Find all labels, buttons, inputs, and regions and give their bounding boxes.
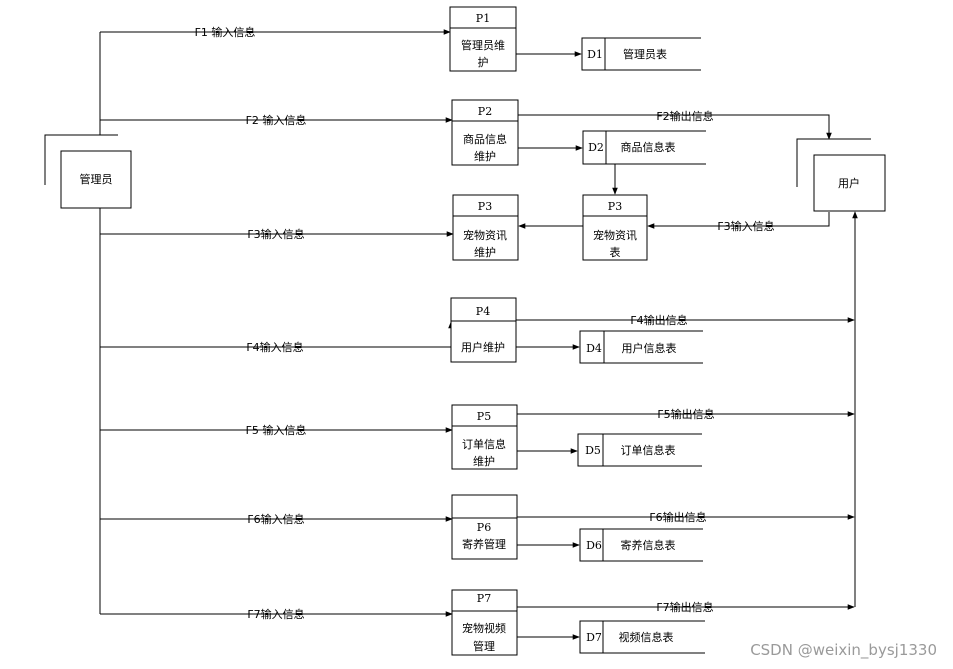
process-p2-id: P2 — [478, 105, 492, 118]
process-p4-line1: 用户维护 — [461, 340, 505, 354]
data-store-d7-id: D7 — [586, 631, 602, 644]
input-flow-f7: F7输入信息 — [100, 607, 453, 621]
data-store-d5-id: D5 — [585, 444, 601, 457]
watermark: CSDN @weixin_bysj1330 — [750, 641, 937, 660]
input-flow-f7-label: F7输入信息 — [247, 607, 304, 621]
info-table-id: P3 — [608, 200, 622, 213]
data-store-d4-id: D4 — [586, 342, 602, 355]
data-store-d6-name: 寄养信息表 — [621, 538, 676, 552]
process-p7: P7 宠物视频 管理 — [451, 589, 518, 656]
input-flow-f2-label: F2 输入信息 — [246, 113, 307, 127]
process-p2-line2: 维护 — [474, 149, 496, 163]
input-flow-f3-label: F3输入信息 — [247, 227, 304, 241]
input-flow-f4: F4输入信息 — [100, 321, 454, 354]
data-store-d1: D1 管理员表 — [581, 37, 701, 71]
input-flow-f1: F1 输入信息 — [100, 25, 451, 39]
output-flow-f5-label: F5输出信息 — [657, 407, 714, 421]
input-flow-f2: F2 输入信息 — [100, 113, 453, 127]
data-store-d4-name: 用户信息表 — [622, 341, 677, 355]
process-p1-line2: 护 — [478, 55, 489, 69]
process-p2: P2 商品信息 维护 — [451, 99, 519, 166]
input-flow-f6-label: F6输入信息 — [247, 512, 304, 526]
data-store-d6: D6 寄养信息表 — [579, 528, 703, 562]
user-input-flow-f3: F3输入信息 — [647, 212, 830, 233]
process-p6-line1: 寄养管理 — [462, 537, 506, 551]
process-p2-line1: 商品信息 — [463, 132, 507, 146]
output-flow-f7-label: F7输出信息 — [656, 600, 713, 614]
process-p4-id: P4 — [476, 305, 490, 318]
process-p1-line1: 管理员维 — [461, 38, 505, 52]
data-store-d5-name: 订单信息表 — [621, 443, 676, 457]
info-table-box: P3 宠物资讯 表 — [582, 194, 648, 261]
input-flow-f6: F6输入信息 — [100, 512, 453, 526]
process-p7-line1: 宠物视频 — [462, 621, 506, 635]
admin-entity-label: 管理员 — [80, 172, 113, 186]
data-store-d2-id: D2 — [588, 141, 604, 154]
output-flow-f7: F7输出信息 — [517, 600, 855, 614]
output-flow-f5: F5输出信息 — [517, 407, 855, 421]
process-p5: P5 订单信息 维护 — [451, 404, 518, 470]
process-p3: P3 宠物资讯 维护 — [452, 194, 519, 261]
data-store-d1-id: D1 — [587, 48, 603, 61]
data-store-d4: D4 用户信息表 — [579, 330, 703, 364]
process-p7-line2: 管理 — [473, 639, 495, 653]
process-p7-id: P7 — [477, 592, 491, 605]
info-table-line1: 宠物资讯 — [593, 228, 637, 242]
data-store-d1-name: 管理员表 — [623, 47, 667, 61]
output-flow-f6: F6输出信息 — [517, 510, 855, 524]
data-store-d6-id: D6 — [586, 539, 602, 552]
process-p3-id: P3 — [478, 200, 492, 213]
input-flow-f5-label: F5 输入信息 — [246, 423, 307, 437]
process-p3-line2: 维护 — [474, 245, 496, 259]
process-p1: P1 管理员维 护 — [449, 6, 517, 72]
output-flow-f2-label: F2输出信息 — [656, 109, 713, 123]
process-p3-line1: 宠物资讯 — [463, 228, 507, 242]
process-p5-line2: 维护 — [473, 454, 495, 468]
input-flow-f1-label: F1 输入信息 — [195, 25, 256, 39]
input-flow-f4-label: F4输入信息 — [246, 340, 303, 354]
process-p5-id: P5 — [477, 410, 491, 423]
user-input-flow-f3-label: F3输入信息 — [717, 219, 774, 233]
process-p6: P6 寄养管理 — [451, 494, 518, 560]
data-store-d2-name: 商品信息表 — [621, 140, 676, 154]
data-store-d7: D7 视频信息表 — [579, 620, 705, 654]
process-p4: P4 用户维护 — [450, 297, 517, 363]
user-entity-label: 用户 — [838, 176, 860, 190]
process-p1-id: P1 — [476, 12, 490, 25]
output-flow-f2: F2输出信息 — [518, 109, 832, 140]
output-flow-f4: F4输出信息 — [516, 313, 855, 327]
output-flow-f4-label: F4输出信息 — [630, 313, 687, 327]
input-flow-f3: F3输入信息 — [100, 227, 454, 241]
admin-entity: 管理员 — [44, 134, 132, 209]
data-store-d7-name: 视频信息表 — [619, 630, 674, 644]
input-flow-f5: F5 输入信息 — [100, 423, 453, 437]
process-p6-id: P6 — [477, 521, 491, 534]
data-store-d5: D5 订单信息表 — [577, 433, 702, 467]
output-flow-f6-label: F6输出信息 — [649, 510, 706, 524]
user-entity: 用户 — [796, 138, 886, 212]
process-p5-line1: 订单信息 — [462, 437, 506, 451]
info-table-line2: 表 — [610, 245, 621, 259]
data-store-d2: D2 商品信息表 — [582, 130, 706, 165]
